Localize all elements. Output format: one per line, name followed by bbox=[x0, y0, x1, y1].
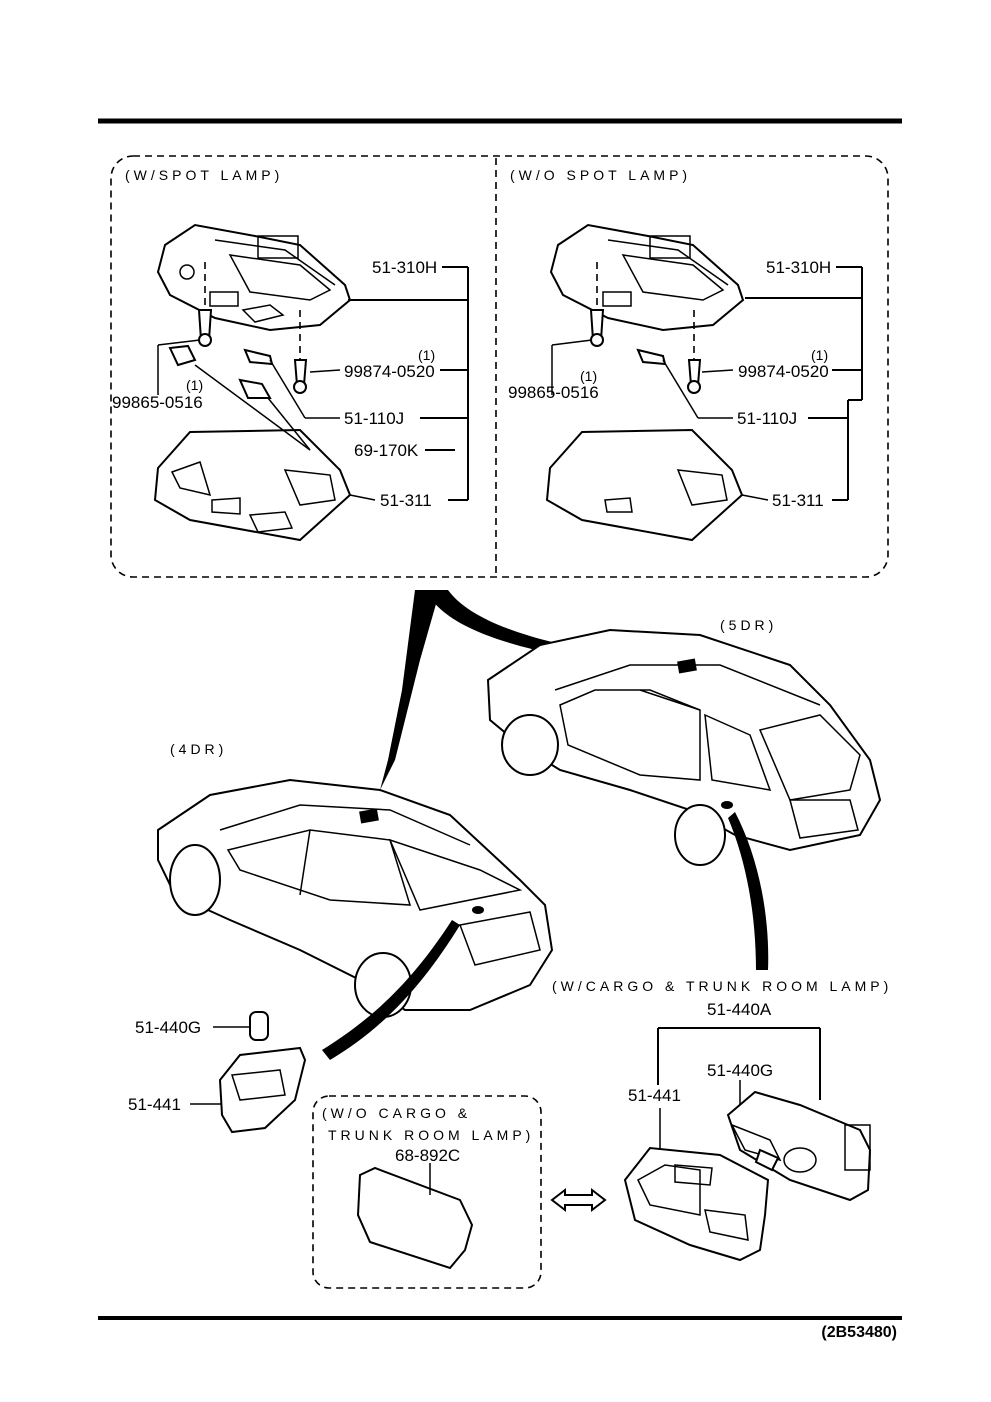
label-51-440a: 51-440A bbox=[707, 1000, 772, 1019]
callout-to-4dr-trunk bbox=[322, 920, 460, 1060]
left-label-51-310h: 51-310H bbox=[372, 258, 437, 277]
with-spot-caption: (W/SPOT LAMP) bbox=[125, 167, 283, 183]
right-label-99865-0516: 99865-0516 bbox=[508, 383, 599, 402]
label-68-892c: 68-892C bbox=[395, 1146, 460, 1165]
left-room-lamp-base bbox=[156, 223, 352, 332]
right-qty-99865: (1) bbox=[580, 368, 597, 384]
right-lens bbox=[545, 428, 744, 542]
label-51-441: 51-441 bbox=[128, 1095, 181, 1114]
right-label-51-110j: 51-110J bbox=[737, 409, 797, 428]
left-label-51-110j: 51-110J bbox=[344, 409, 404, 428]
callout-to-5dr-cargo bbox=[728, 812, 769, 970]
left-spot-bulbs bbox=[168, 344, 272, 399]
right-label-51-311: 51-311 bbox=[772, 491, 824, 510]
without-cargo-caption-2: TRUNK ROOM LAMP) bbox=[328, 1127, 534, 1143]
left-leaders bbox=[157, 266, 469, 501]
label-51-441-cargo: 51-441 bbox=[628, 1086, 681, 1105]
left-screw-b bbox=[293, 310, 308, 394]
left-screw-a bbox=[197, 262, 213, 347]
right-leaders bbox=[551, 266, 863, 501]
figure-reference: (2B53480) bbox=[821, 1324, 897, 1341]
without-spot-caption: (W/O SPOT LAMP) bbox=[510, 167, 691, 183]
label-51-440g-cargo: 51-440G bbox=[707, 1061, 773, 1080]
room-lamp-box bbox=[110, 155, 889, 578]
right-screw-a bbox=[589, 262, 605, 347]
right-screw-b bbox=[687, 310, 702, 394]
with-cargo-caption: (W/CARGO & TRUNK ROOM LAMP) bbox=[552, 978, 892, 994]
callout-to-4dr-roof bbox=[380, 590, 440, 790]
trunk-lens bbox=[190, 1046, 307, 1134]
left-label-69-170k: 69-170K bbox=[354, 441, 419, 460]
left-qty-99865: (1) bbox=[186, 377, 203, 393]
without-cargo-box bbox=[312, 1095, 542, 1289]
left-bulb-small bbox=[243, 348, 274, 366]
cargo-lamp-lens bbox=[623, 1146, 770, 1262]
cargo-lamp-assy bbox=[726, 1090, 872, 1202]
five-door-caption: (5DR) bbox=[720, 617, 777, 633]
right-room-lamp-base bbox=[549, 223, 745, 332]
label-51-440g: 51-440G bbox=[135, 1018, 201, 1037]
without-cargo-caption-1: (W/O CARGO & bbox=[322, 1105, 471, 1121]
left-qty-99874: (1) bbox=[418, 347, 435, 363]
left-label-51-311: 51-311 bbox=[380, 491, 432, 510]
trunk-bulb bbox=[213, 1011, 269, 1041]
right-label-51-310h: 51-310H bbox=[766, 258, 831, 277]
four-door-car bbox=[157, 778, 554, 1018]
five-door-car bbox=[486, 628, 882, 866]
left-label-99874-0520: 99874-0520 bbox=[344, 362, 435, 381]
right-qty-99874: (1) bbox=[811, 347, 828, 363]
right-bulb-small bbox=[636, 348, 667, 366]
trunk-cover bbox=[356, 1163, 474, 1270]
four-door-caption: (4DR) bbox=[170, 741, 227, 757]
left-lens bbox=[153, 428, 352, 542]
left-label-99865-0516: 99865-0516 bbox=[112, 393, 203, 412]
interchange-arrow bbox=[550, 1187, 607, 1213]
right-label-99874-0520: 99874-0520 bbox=[738, 362, 829, 381]
